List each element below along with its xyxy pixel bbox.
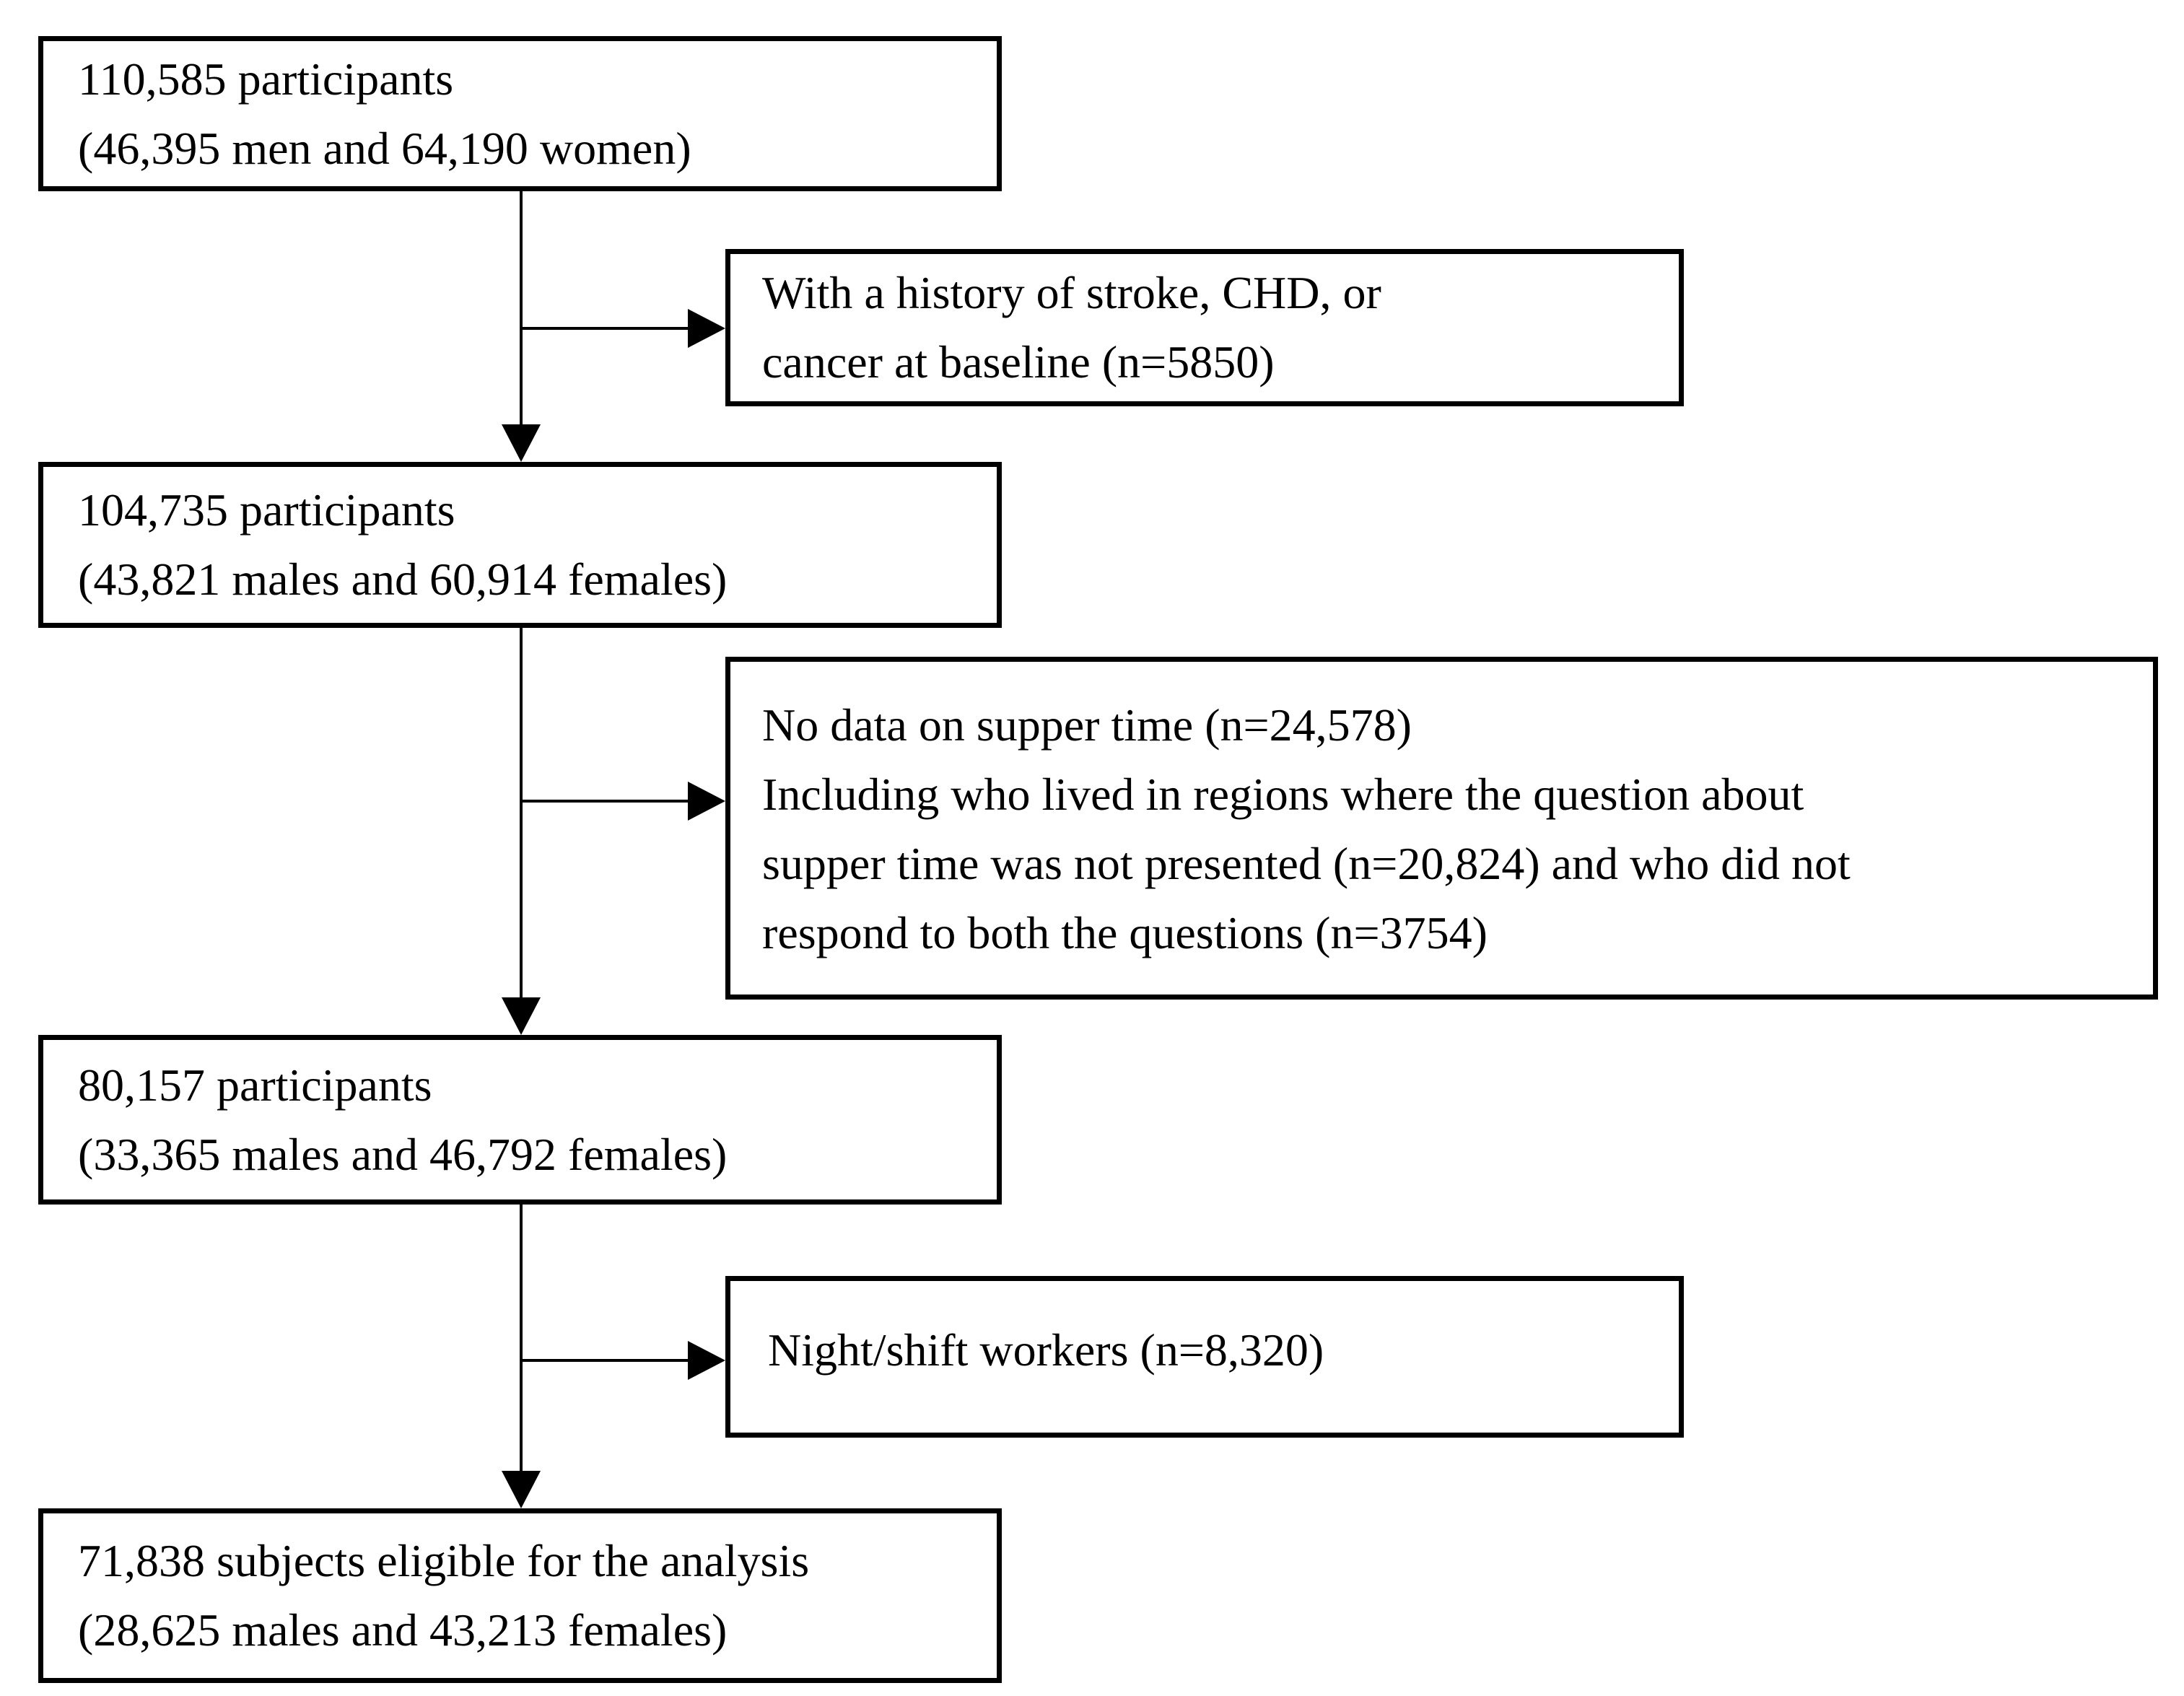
box-exclusion-stroke-chd-cancer: With a history of stroke, CHD, or cancer… xyxy=(725,249,1684,406)
cohort-sex-breakdown-text: (46,395 men and 64,190 women) xyxy=(78,122,691,174)
exclusion-text: Night/shift workers (n=8,320) xyxy=(768,1324,1324,1376)
cohort-sex-breakdown-text: (28,625 males and 43,213 females) xyxy=(78,1604,728,1656)
exclusion-text: respond to both the questions (n=3754) xyxy=(762,907,1488,958)
arrow-right-icon xyxy=(688,309,725,348)
connector-line-right-1 xyxy=(520,327,691,330)
cohort-sex-breakdown-text: (33,365 males and 46,792 females) xyxy=(78,1128,728,1180)
arrow-down-icon xyxy=(502,424,541,462)
connector-line-right-3 xyxy=(520,1359,691,1362)
arrow-right-icon xyxy=(688,1341,725,1380)
exclusion-text: With a history of stroke, CHD, or xyxy=(762,267,1381,318)
arrow-down-icon xyxy=(502,997,541,1035)
cohort-count-text: 80,157 participants xyxy=(78,1059,432,1111)
box-cohort-after-second-exclusion: 80,157 participants (33,365 males and 46… xyxy=(38,1035,1002,1205)
connector-line-right-2 xyxy=(520,800,691,803)
exclusion-text: supper time was not presented (n=20,824)… xyxy=(762,838,1851,889)
connector-line-down-3 xyxy=(520,1203,523,1477)
connector-line-down-2 xyxy=(520,626,523,1003)
arrow-down-icon xyxy=(502,1471,541,1508)
cohort-count-text: 104,735 participants xyxy=(78,484,455,536)
box-exclusion-no-supper-time-data: No data on supper time (n=24,578) Includ… xyxy=(725,657,2158,1000)
exclusion-text: Including who lived in regions where the… xyxy=(762,769,1804,820)
connector-line-down-1 xyxy=(520,190,523,432)
box-initial-cohort: 110,585 participants (46,395 men and 64,… xyxy=(38,36,1002,191)
box-final-eligible-subjects: 71,838 subjects eligible for the analysi… xyxy=(38,1508,1002,1683)
exclusion-text: cancer at baseline (n=5850) xyxy=(762,336,1275,388)
cohort-sex-breakdown-text: (43,821 males and 60,914 females) xyxy=(78,554,728,605)
box-cohort-after-first-exclusion: 104,735 participants (43,821 males and 6… xyxy=(38,462,1002,628)
box-exclusion-night-shift-workers: Night/shift workers (n=8,320) xyxy=(725,1276,1684,1438)
cohort-count-text: 110,585 participants xyxy=(78,53,454,105)
cohort-count-text: 71,838 subjects eligible for the analysi… xyxy=(78,1535,810,1586)
exclusion-text: No data on supper time (n=24,578) xyxy=(762,699,1412,751)
arrow-right-icon xyxy=(688,782,725,821)
